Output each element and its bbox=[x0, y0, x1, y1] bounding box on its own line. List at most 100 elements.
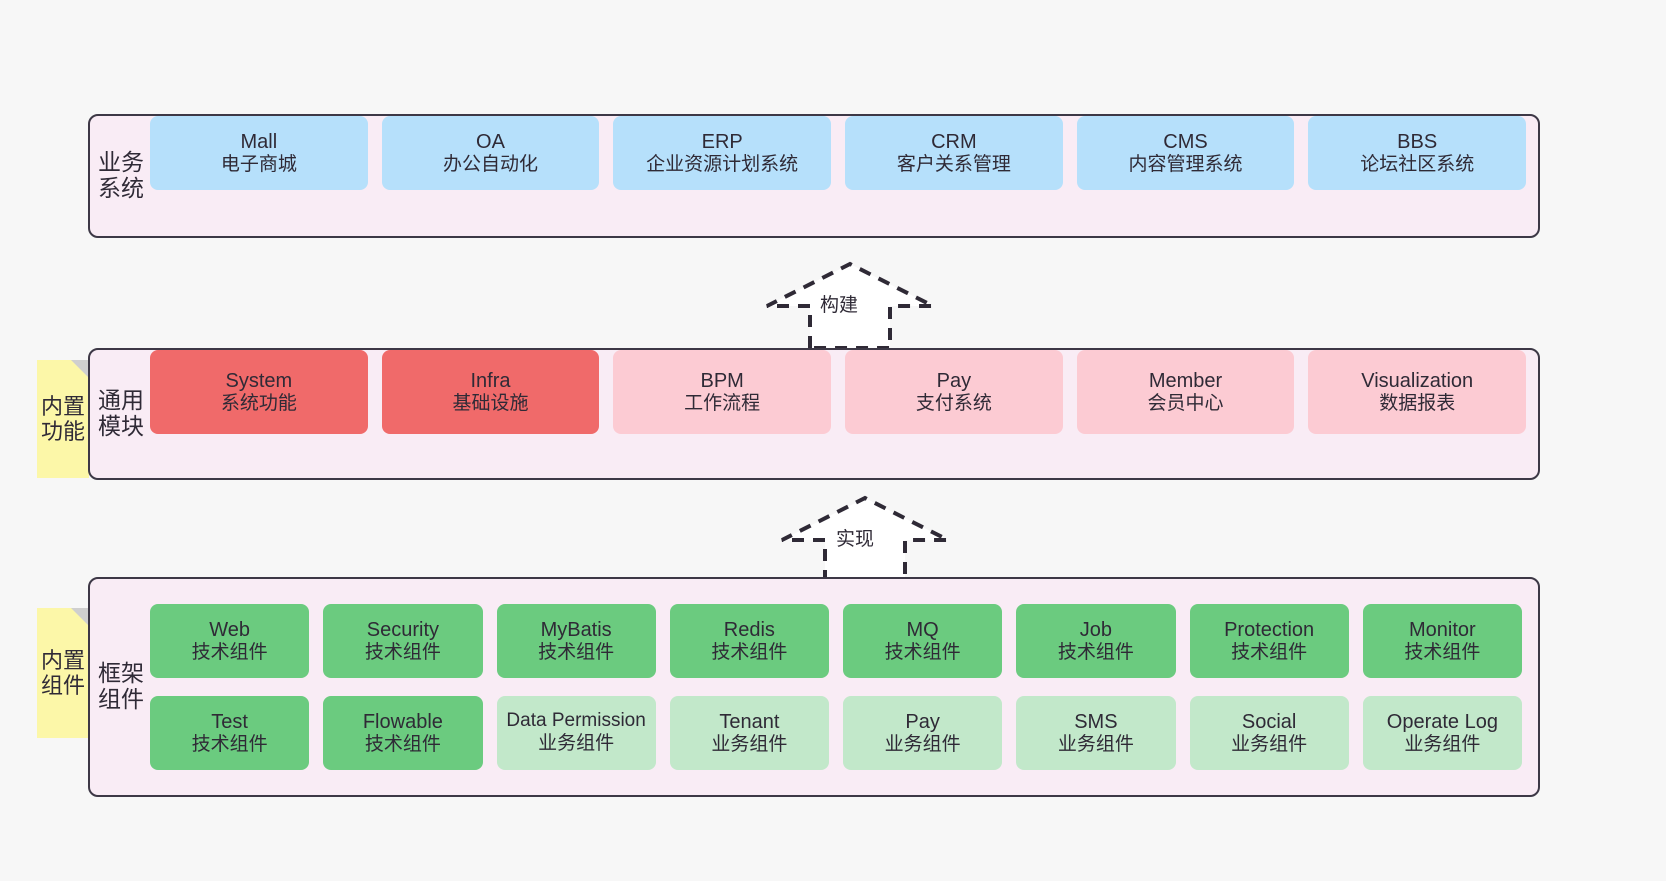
card-title-en: Job bbox=[1079, 618, 1112, 641]
card-title-en: Monitor bbox=[1409, 618, 1476, 641]
connector-implement-label: 实现 bbox=[836, 529, 875, 550]
card-visualization[interactable]: Visualization 数据报表 bbox=[1308, 350, 1527, 434]
section-title-business-systems: 业务系统 bbox=[98, 149, 144, 201]
card-title-cn: 技术组件 bbox=[711, 641, 788, 663]
framework-card-row-2: Test 技术组件 Flowable 技术组件 Data Permission … bbox=[150, 696, 1522, 770]
card-title-cn: 技术组件 bbox=[1231, 641, 1308, 663]
card-title-cn: 业务组件 bbox=[1404, 733, 1481, 755]
card-monitor[interactable]: Monitor 技术组件 bbox=[1362, 604, 1522, 678]
framework-card-row-1: Web 技术组件 Security 技术组件 MyBatis 技术组件 Redi… bbox=[150, 604, 1522, 678]
card-title-cn: 会员中心 bbox=[1147, 392, 1224, 414]
card-title-en: Data Permission bbox=[506, 710, 646, 732]
card-mq[interactable]: MQ 技术组件 bbox=[843, 604, 1003, 678]
card-crm[interactable]: CRM 客户关系管理 bbox=[845, 116, 1063, 190]
card-flowable[interactable]: Flowable 技术组件 bbox=[323, 696, 483, 770]
card-title-en: BPM bbox=[700, 369, 744, 392]
card-title-cn: 业务组件 bbox=[711, 733, 788, 755]
card-title-cn: 业务组件 bbox=[1057, 733, 1134, 755]
card-title-cn: 系统功能 bbox=[220, 392, 297, 414]
card-title-en: CMS bbox=[1163, 130, 1208, 153]
card-infra[interactable]: Infra 基础设施 bbox=[381, 350, 600, 434]
card-title-cn: 数据报表 bbox=[1379, 392, 1456, 414]
card-redis[interactable]: Redis 技术组件 bbox=[669, 604, 829, 678]
card-sms[interactable]: SMS 业务组件 bbox=[1016, 696, 1176, 770]
section-title-common-modules: 通用模块 bbox=[98, 387, 144, 439]
card-title-en: Flowable bbox=[362, 710, 443, 733]
sticky-fold-corner-icon bbox=[71, 360, 89, 378]
card-title-cn: 业务组件 bbox=[1231, 733, 1308, 755]
card-title-cn: 业务组件 bbox=[884, 733, 961, 755]
card-title-en: Redis bbox=[723, 618, 775, 641]
card-title-en: Pay bbox=[936, 369, 972, 392]
section-title-framework-components: 框架组件 bbox=[98, 660, 144, 712]
card-security[interactable]: Security 技术组件 bbox=[323, 604, 483, 678]
card-mybatis[interactable]: MyBatis 技术组件 bbox=[496, 604, 656, 678]
card-bpm[interactable]: BPM 工作流程 bbox=[613, 350, 832, 434]
sticky-note-label: 内置组件 bbox=[40, 647, 85, 698]
card-title-en: ERP bbox=[701, 130, 743, 153]
card-title-en: OA bbox=[476, 130, 505, 153]
card-title-cn: 工作流程 bbox=[684, 392, 761, 414]
card-member[interactable]: Member 会员中心 bbox=[1076, 350, 1295, 434]
card-pay-module[interactable]: Pay 支付系统 bbox=[845, 350, 1063, 434]
card-title-cn: 技术组件 bbox=[1057, 641, 1134, 663]
card-operate-log[interactable]: Operate Log 业务组件 bbox=[1362, 696, 1522, 770]
card-erp[interactable]: ERP 企业资源计划系统 bbox=[613, 116, 832, 190]
card-title-cn: 技术组件 bbox=[191, 641, 268, 663]
card-title-cn: 业务组件 bbox=[538, 733, 615, 754]
card-title-en: SMS bbox=[1074, 710, 1118, 733]
card-title-en: Web bbox=[209, 618, 250, 641]
card-oa[interactable]: OA 办公自动化 bbox=[381, 116, 600, 190]
connector-build-label: 构建 bbox=[820, 295, 859, 316]
card-title-en: Protection bbox=[1224, 618, 1315, 641]
card-title-cn: 企业资源计划系统 bbox=[646, 153, 799, 175]
section-framework-components: 框架组件 Web 技术组件 Security 技术组件 MyBatis 技术组件… bbox=[88, 577, 1540, 797]
card-job[interactable]: Job 技术组件 bbox=[1016, 604, 1176, 678]
card-tenant[interactable]: Tenant 业务组件 bbox=[669, 696, 829, 770]
card-title-en: MyBatis bbox=[540, 618, 612, 641]
card-title-en: BBS bbox=[1397, 130, 1438, 153]
card-pay-component[interactable]: Pay 业务组件 bbox=[843, 696, 1003, 770]
connector-build-arrow bbox=[766, 261, 934, 350]
card-protection[interactable]: Protection 技术组件 bbox=[1189, 604, 1349, 678]
card-social[interactable]: Social 业务组件 bbox=[1189, 696, 1349, 770]
card-title-cn: 技术组件 bbox=[364, 733, 441, 755]
card-title-en: Infra bbox=[470, 369, 511, 392]
card-mall[interactable]: Mall 电子商城 bbox=[150, 116, 368, 190]
card-title-cn: 电子商城 bbox=[220, 153, 297, 175]
card-title-cn: 基础设施 bbox=[452, 392, 529, 414]
section-common-modules: 通用模块 System 系统功能 Infra 基础设施 BPM 工作流程 Pay… bbox=[88, 348, 1540, 480]
module-card-list: System 系统功能 Infra 基础设施 BPM 工作流程 Pay 支付系统… bbox=[144, 350, 1538, 478]
business-card-list: Mall 电子商城 OA 办公自动化 ERP 企业资源计划系统 CRM 客户关系… bbox=[144, 116, 1538, 236]
card-title-cn: 技术组件 bbox=[191, 733, 268, 755]
card-title-en: System bbox=[225, 369, 293, 392]
sticky-note-label: 内置功能 bbox=[40, 393, 85, 444]
card-title-cn: 客户关系管理 bbox=[896, 153, 1011, 175]
card-title-cn: 技术组件 bbox=[364, 641, 441, 663]
sticky-note-builtin-features: 内置功能 bbox=[37, 360, 89, 478]
sticky-fold-corner-icon bbox=[71, 608, 89, 626]
card-title-en: Operate Log bbox=[1386, 710, 1498, 733]
card-title-en: CRM bbox=[931, 130, 977, 153]
card-title-en: Pay bbox=[905, 710, 940, 733]
card-title-cn: 技术组件 bbox=[884, 641, 961, 663]
connector-implement-arrow bbox=[781, 495, 949, 584]
card-data-permission[interactable]: Data Permission 业务组件 bbox=[496, 696, 656, 770]
card-test[interactable]: Test 技术组件 bbox=[150, 696, 310, 770]
card-title-en: Social bbox=[1241, 710, 1297, 733]
sticky-note-builtin-components: 内置组件 bbox=[37, 608, 89, 738]
card-title-en: Tenant bbox=[719, 710, 780, 733]
card-title-en: Security bbox=[366, 618, 439, 641]
section-business-systems: 业务系统 Mall 电子商城 OA 办公自动化 ERP 企业资源计划系统 CRM… bbox=[88, 114, 1540, 238]
card-system[interactable]: System 系统功能 bbox=[150, 350, 368, 434]
card-web[interactable]: Web 技术组件 bbox=[150, 604, 310, 678]
card-bbs[interactable]: BBS 论坛社区系统 bbox=[1308, 116, 1527, 190]
card-title-cn: 技术组件 bbox=[538, 641, 615, 663]
card-title-cn: 支付系统 bbox=[915, 392, 992, 414]
card-title-cn: 内容管理系统 bbox=[1128, 153, 1243, 175]
card-cms[interactable]: CMS 内容管理系统 bbox=[1076, 116, 1295, 190]
card-title-cn: 办公自动化 bbox=[443, 153, 539, 175]
card-title-en: Mall bbox=[240, 130, 278, 153]
framework-card-grid: Web 技术组件 Security 技术组件 MyBatis 技术组件 Redi… bbox=[144, 579, 1538, 795]
